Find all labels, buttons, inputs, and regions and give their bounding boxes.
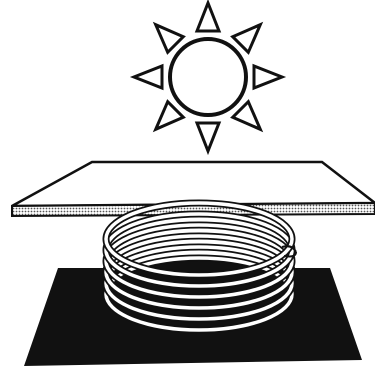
sun-ray (156, 25, 184, 53)
glass-panel-top (12, 162, 375, 206)
sun-ray (254, 66, 282, 88)
sun-ray (134, 66, 162, 88)
sun-ray (233, 102, 261, 130)
glass-panel-icon (12, 162, 375, 216)
sun-disc (170, 39, 246, 115)
sun-ray (197, 123, 219, 151)
coiled-tube-icon (106, 203, 296, 330)
sun-ray (233, 25, 261, 53)
sun-ray (156, 102, 184, 130)
sun-icon (134, 3, 282, 151)
sun-ray (197, 3, 219, 31)
